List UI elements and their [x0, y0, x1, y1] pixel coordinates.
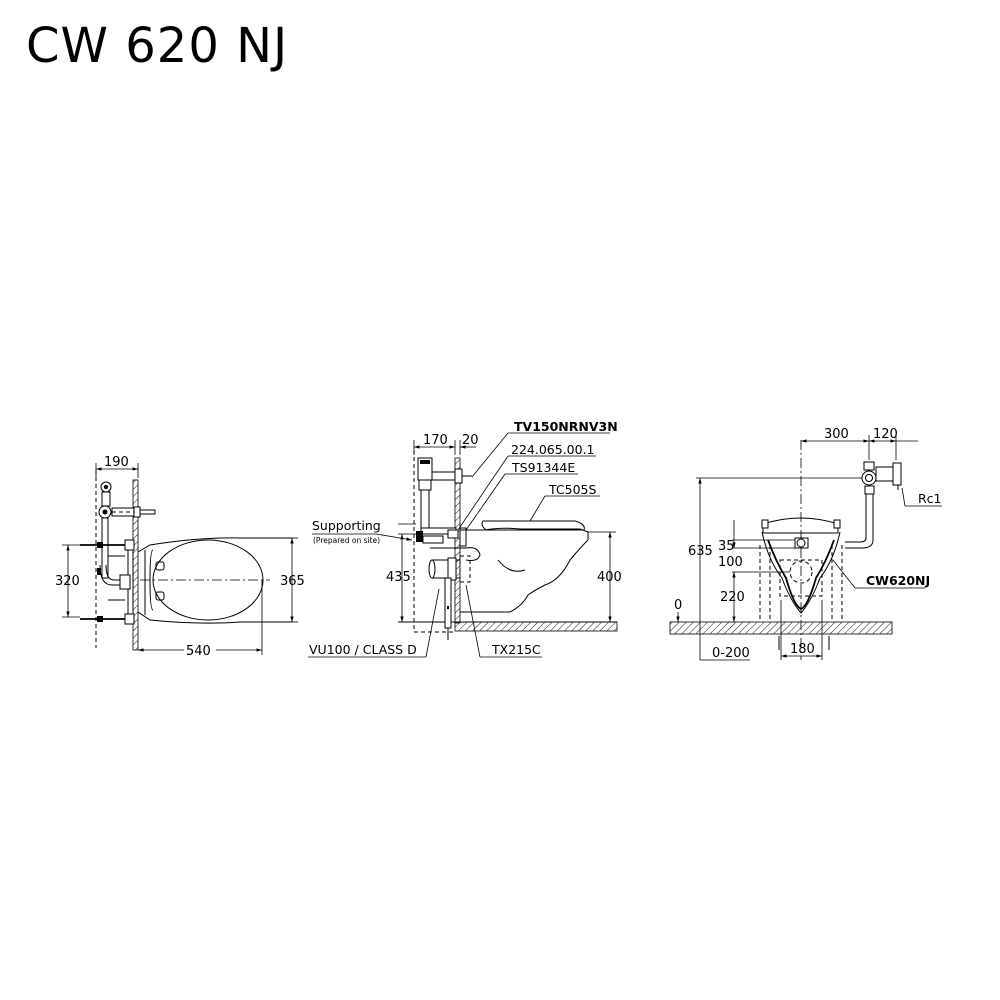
dim-190: 190 [104, 455, 129, 470]
label-ts91344e: TS91344E [511, 460, 575, 475]
label-tc505s: TC505S [548, 482, 596, 497]
dim-180: 180 [790, 642, 815, 657]
dim-170: 170 [423, 433, 448, 448]
front-view: 300 120 Rc1 635 [669, 427, 942, 661]
dim-435: 435 [386, 570, 411, 585]
page-title: CW 620 NJ [26, 18, 289, 74]
dim-0-200: 0-200 [712, 646, 750, 661]
label-rc1: Rc1 [918, 491, 942, 506]
dim-400: 400 [597, 570, 622, 585]
label-tv150nrnv3n: TV150NRNV3N [514, 419, 618, 434]
dim-635: 635 [688, 544, 713, 559]
dim-0: 0 [674, 598, 682, 613]
label-supporting: Supporting [312, 518, 381, 533]
plan-view: 190 [55, 455, 305, 659]
floor-section [454, 621, 618, 632]
dim-100: 100 [718, 555, 743, 570]
label-224-065-00-1: 224.065.00.1 [511, 442, 595, 457]
seat-lid [481, 520, 585, 531]
dim-365: 365 [280, 574, 305, 589]
toilet-side-outline [460, 527, 589, 613]
label-vu100-class-d: VU100 / CLASS D [309, 642, 417, 657]
dim-540: 540 [186, 644, 211, 659]
dim-220: 220 [720, 590, 745, 605]
dim-120: 120 [873, 427, 898, 442]
label-prepared-on-site: (Prepared on site) [313, 536, 380, 545]
label-cw620nj: CW620NJ [866, 573, 930, 588]
dim-35: 35 [718, 539, 735, 554]
label-tx215c: TX215C [491, 642, 541, 657]
bowl-outline [137, 537, 292, 553]
flush-valve-icon [861, 470, 877, 486]
dim-300: 300 [824, 427, 849, 442]
seat-lid-front [762, 517, 839, 534]
outlet-circle [789, 560, 813, 584]
dim-20: 20 [462, 433, 479, 448]
bowl-front-outline [761, 531, 841, 614]
side-view: 170 20 435 400 [308, 419, 622, 658]
supply-pipe [845, 494, 874, 549]
dim-320: 320 [55, 574, 80, 589]
